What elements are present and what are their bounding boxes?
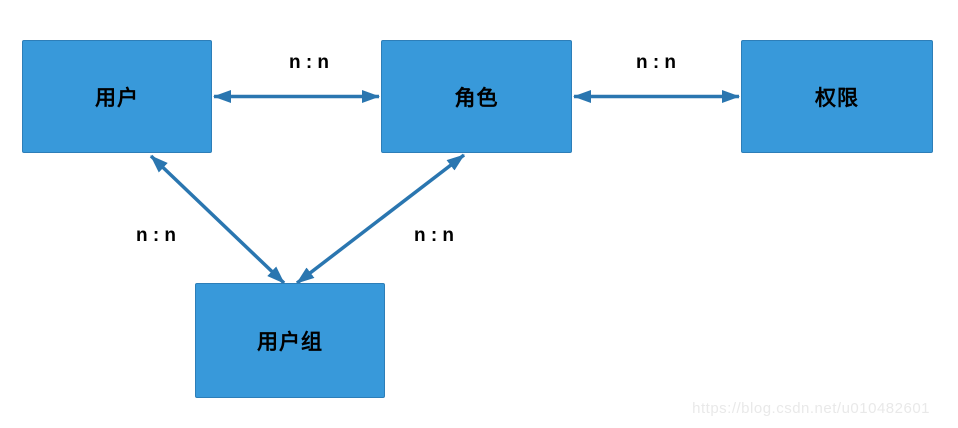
node-permission-label: 权限 — [815, 86, 859, 110]
node-permission: 权限 — [741, 40, 933, 153]
edge-user-usergroup-arrow — [149, 154, 286, 285]
node-user-label: 用户 — [95, 86, 139, 110]
edge-label-role-permission: n : n — [632, 52, 680, 74]
node-role-label: 角色 — [454, 86, 499, 110]
edge-label-role-usergroup: n : n — [410, 225, 458, 247]
node-user: 用户 — [22, 40, 212, 153]
edge-label-user-role: n : n — [285, 52, 333, 74]
edge-role-usergroup-arrow — [295, 153, 466, 285]
node-user-group-label: 用户组 — [257, 330, 323, 354]
node-user-group: 用户组 — [195, 283, 385, 398]
edge-label-user-usergroup: n : n — [132, 225, 180, 247]
watermark-text: https://blog.csdn.net/u010482601 — [692, 400, 930, 417]
node-role: 角色 — [381, 40, 572, 153]
